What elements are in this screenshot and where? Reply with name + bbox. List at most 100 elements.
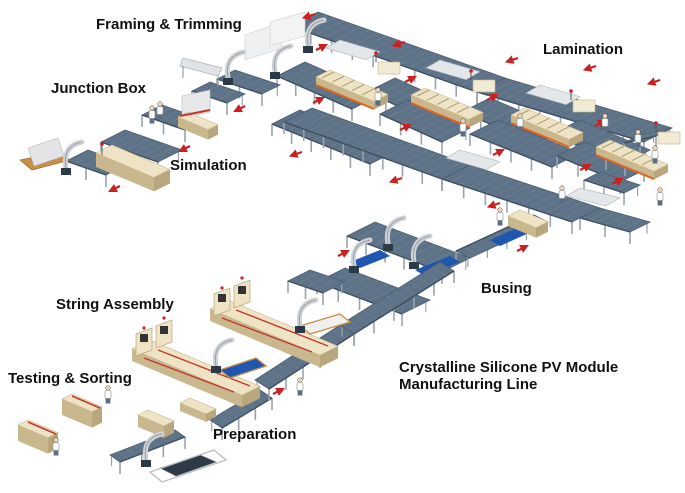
worker-coat xyxy=(634,134,642,143)
conveyor-edge xyxy=(469,133,553,168)
conveyor-roller xyxy=(391,47,421,63)
conveyor-roller xyxy=(305,275,328,288)
conveyor-roller xyxy=(528,193,557,208)
conveyor-roller xyxy=(519,139,548,155)
conveyor-roller xyxy=(367,286,397,302)
conveyor-roller xyxy=(333,125,363,141)
robot-base xyxy=(409,262,419,269)
conveyor-network xyxy=(64,11,674,474)
flow-arrow-icon xyxy=(404,76,417,84)
conveyor-roller xyxy=(355,225,384,240)
laminator-slot xyxy=(536,117,550,125)
eva-unwinder-top xyxy=(179,397,217,415)
flow-arrow-icon xyxy=(301,11,316,20)
conveyor-roller xyxy=(450,167,479,183)
laminator-slot xyxy=(351,84,365,92)
stringer-screen xyxy=(160,326,168,334)
laminator-slot xyxy=(341,79,355,87)
laminator-slot xyxy=(321,71,335,79)
laminator-4-top xyxy=(595,139,669,172)
conveyor-roller xyxy=(554,202,583,217)
conveyor-roller xyxy=(141,144,166,157)
conveyor-roller xyxy=(134,445,145,453)
frame-sheet xyxy=(269,11,306,47)
stage-label-busing: Busing xyxy=(481,280,532,297)
conveyor-roller xyxy=(424,271,439,281)
laminator-control-box xyxy=(657,131,681,145)
diagram-title-line2: Manufacturing Line xyxy=(399,376,538,394)
stringer-screen xyxy=(218,294,226,302)
conveyor-roller xyxy=(285,359,301,370)
conveyor-roller xyxy=(209,87,228,98)
laminator-2-side xyxy=(469,112,483,128)
conveyor-roller xyxy=(647,129,665,138)
conveyor-roller xyxy=(218,414,231,424)
conveyor-edge xyxy=(476,91,645,143)
conveyor-roller xyxy=(400,50,429,66)
flow-arrow-icon xyxy=(611,178,624,186)
laminator-3-side xyxy=(569,132,583,148)
signal-light xyxy=(220,286,224,290)
conveyor-edge xyxy=(289,25,478,93)
worker-head xyxy=(460,118,466,124)
flow-arrow-icon xyxy=(178,144,191,152)
conveyor-roller xyxy=(393,290,408,301)
flow-arrow-icon xyxy=(492,149,505,157)
worker-legs xyxy=(602,126,608,132)
signal-light xyxy=(100,142,104,146)
conveyor-roller xyxy=(591,174,609,183)
conveyor-roller xyxy=(418,117,447,132)
worker-coat xyxy=(496,212,504,221)
stringer-red-rail xyxy=(143,357,235,393)
conveyor-roller xyxy=(117,135,142,148)
cell-feeder-front xyxy=(138,415,164,438)
eva-unwinder-side xyxy=(206,408,216,422)
flow-arrow-icon xyxy=(288,149,303,158)
stringer-screen xyxy=(140,334,148,342)
flow-arrow-icon xyxy=(504,55,519,64)
conveyor-roller xyxy=(342,277,371,292)
flow-arrow-icon xyxy=(516,245,529,253)
conveyor-roller xyxy=(126,448,137,456)
conveyor-edge xyxy=(276,75,353,110)
conveyor-roller xyxy=(573,106,602,122)
stage-label-junction-box: Junction Box xyxy=(51,80,147,97)
laminator-slot xyxy=(456,106,470,114)
conveyor-roller xyxy=(478,104,507,120)
signal-light xyxy=(654,121,658,125)
worker-coat xyxy=(651,150,659,159)
worker-icon xyxy=(516,113,524,132)
robot-base xyxy=(295,326,305,333)
conveyor-roller xyxy=(355,315,370,325)
conveyor-edge xyxy=(100,141,159,163)
conveyor-roller xyxy=(323,23,353,39)
conveyor-roller xyxy=(159,110,180,122)
worker-legs xyxy=(635,142,641,148)
conveyor-roller xyxy=(596,212,617,223)
conveyor-roller xyxy=(325,122,354,138)
worker-legs xyxy=(149,118,155,124)
machines xyxy=(17,11,681,483)
conveyor-roller xyxy=(317,119,346,135)
conveyor-roller xyxy=(564,145,593,160)
robot-base xyxy=(349,266,359,273)
robot-arm-outline xyxy=(226,51,245,79)
signal-light xyxy=(374,51,378,55)
worker-icon xyxy=(296,377,304,396)
laminator-1-side xyxy=(374,94,388,110)
conveyor-roller xyxy=(479,239,494,248)
laminator-3-front xyxy=(511,115,569,148)
framing-table xyxy=(179,57,223,77)
conveyor-roller xyxy=(408,53,438,69)
worker-coat xyxy=(516,118,524,127)
robot-base xyxy=(303,46,313,53)
conveyor-roller xyxy=(234,75,254,86)
glass-panel xyxy=(565,187,621,207)
conveyor-roller xyxy=(459,170,488,185)
signal-light xyxy=(569,89,573,93)
conveyor-roller xyxy=(432,266,447,277)
eva-feeder-side xyxy=(536,221,548,238)
conveyor-roller xyxy=(133,141,158,154)
laminator-slot xyxy=(446,102,460,110)
tester-red-strip xyxy=(71,395,101,409)
